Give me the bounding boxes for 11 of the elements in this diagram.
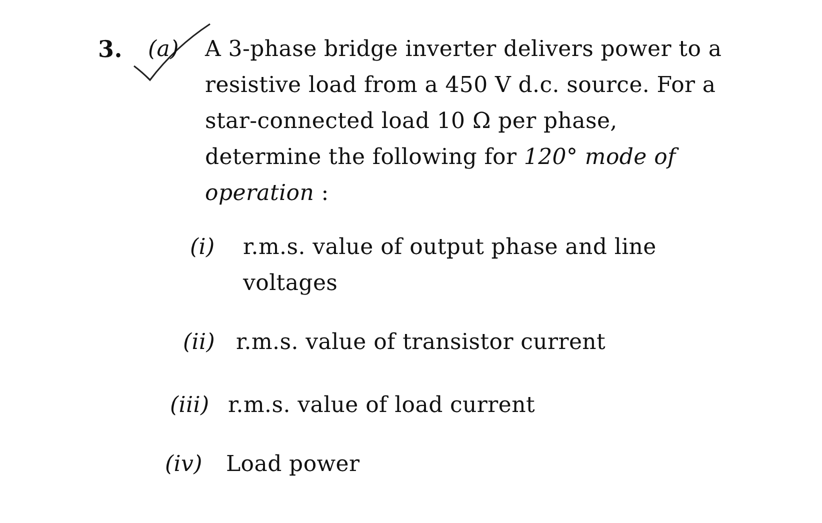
item-marker: (ii) [183, 329, 216, 357]
item-text: Load power [226, 451, 361, 479]
question-number: 3. [98, 35, 124, 65]
item-marker: (iii) [170, 392, 210, 420]
item-marker: (iv) [165, 451, 204, 479]
item-text: r.m.s. value of load current [228, 392, 536, 420]
item-text: r.m.s. value of transistor current [236, 329, 607, 357]
item-marker: (i) [190, 234, 216, 262]
item-text: r.m.s. value of output phase and line voltages [243, 234, 658, 298]
item-marker: (a) [148, 36, 180, 64]
question-text: A 3-phase bridge inverter delivers power to a resistive load from a 450 V d.c. source. For a star-connected load 10 Ω per phase, determine the following for 120° mode of operation : [205, 36, 723, 208]
